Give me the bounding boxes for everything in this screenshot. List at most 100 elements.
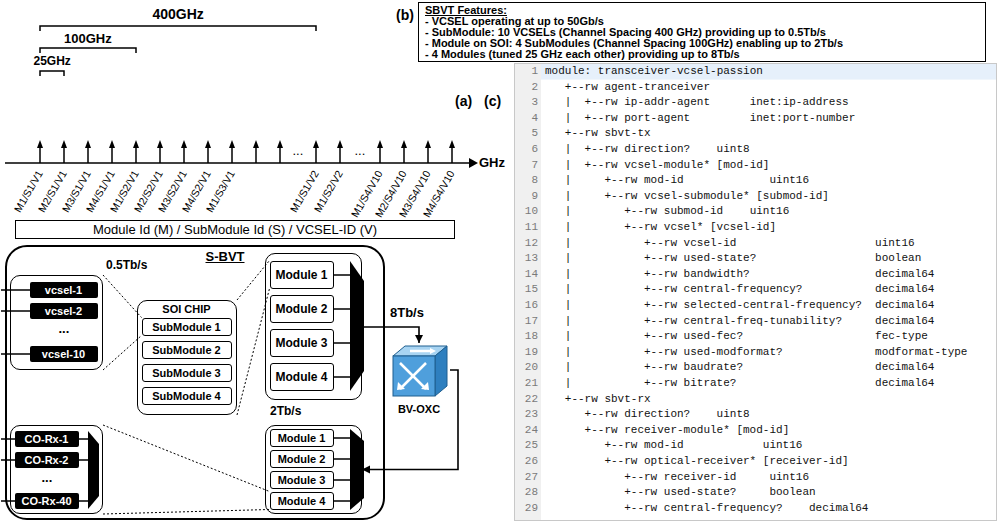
line-number: 25 bbox=[514, 438, 538, 453]
line-number: 20 bbox=[514, 360, 538, 375]
submodule-box: SubModule 2 bbox=[142, 341, 232, 359]
spacing-label: 100GHz bbox=[64, 31, 112, 46]
code-line: | +--rw mod-id uint16 bbox=[565, 173, 809, 188]
connector-line bbox=[103, 275, 142, 318]
code-line: +--rw optical-receiver* [receiver-id] bbox=[604, 454, 848, 469]
node-text: CO-Rx-40 bbox=[21, 495, 71, 507]
spacing-brackets bbox=[40, 26, 316, 76]
submodule-box: SubModule 3 bbox=[142, 364, 232, 382]
module-box: Module 2 bbox=[270, 450, 334, 468]
node-text: SBVT Features: bbox=[425, 4, 507, 16]
fibre-lines bbox=[1, 275, 350, 501]
node-text: S-BVT bbox=[206, 249, 245, 264]
connector bbox=[103, 425, 270, 514]
node-text: BV-OXC bbox=[398, 403, 440, 415]
line-number: 10 bbox=[514, 204, 538, 219]
code-line: module: transceiver-vcsel-passion bbox=[545, 64, 763, 79]
node-text: vcsel-2 bbox=[45, 305, 82, 317]
connector-line bbox=[103, 510, 270, 515]
line-number: 3 bbox=[514, 95, 538, 110]
ellipsis: ... bbox=[59, 321, 70, 336]
line-number: 29 bbox=[514, 501, 538, 516]
frequency-axis bbox=[5, 140, 478, 168]
connector-line bbox=[103, 425, 270, 492]
code-line: | +--rw vcsel-id uint16 bbox=[565, 236, 915, 251]
code-line: | +--rw baudrate? decimal64 bbox=[565, 360, 935, 375]
code-line: +--rw sbvt-rx bbox=[565, 392, 651, 407]
connector-line bbox=[103, 336, 142, 371]
features-box: SBVT Features:- VCSEL operating at up to… bbox=[418, 2, 986, 62]
code-line: | +--rw vcsel* [vcsel-id] bbox=[565, 220, 776, 235]
arrow-head bbox=[362, 466, 370, 474]
module-box: Module 2 bbox=[270, 295, 334, 323]
node-text: SubModule 1 bbox=[152, 321, 220, 333]
node-text: SubModule 3 bbox=[152, 367, 220, 379]
code-line: | +--rw selected-central-frequency? deci… bbox=[565, 298, 935, 313]
receiver-box: CO-Rx-2 bbox=[15, 452, 79, 468]
line-number: 2 bbox=[514, 80, 538, 95]
node-text: Module 4 bbox=[278, 495, 326, 507]
code-line: +--rw receiver-id uint16 bbox=[624, 470, 809, 485]
code-panel bbox=[515, 64, 997, 521]
connector bbox=[362, 370, 458, 474]
line-number: 27 bbox=[514, 470, 538, 485]
receiver-box: CO-Rx-1 bbox=[15, 431, 79, 447]
rate-label: 0.5Tb/s bbox=[106, 258, 147, 272]
node-text: Module 1 bbox=[275, 268, 327, 282]
line-number: 15 bbox=[514, 282, 538, 297]
line-number: 14 bbox=[514, 267, 538, 282]
line-number: 11 bbox=[514, 220, 538, 235]
spacing-label: 400GHz bbox=[153, 6, 204, 22]
node-text: - VCSEL operating at up to 50Gb/s bbox=[425, 16, 604, 27]
receiver-box: CO-Rx-40 bbox=[15, 493, 79, 509]
tx-module-group: Module 1Module 2Module 3Module 4 bbox=[265, 253, 362, 400]
module-box: Module 1 bbox=[270, 429, 334, 447]
line-number: 7 bbox=[514, 158, 538, 173]
node-text: Module 4 bbox=[275, 370, 327, 384]
axis-unit: GHz bbox=[479, 155, 505, 170]
module-box: Module 4 bbox=[270, 363, 334, 391]
vcsel-group: vcsel-1vcsel-2vcsel-10 bbox=[10, 275, 103, 370]
rate-label: 8Tb/s bbox=[390, 305, 424, 320]
oxc-icon bbox=[393, 346, 447, 396]
line-number: 23 bbox=[514, 407, 538, 422]
code-line: | +--rw port-agent inet:port-number bbox=[565, 111, 855, 126]
line-number: 4 bbox=[514, 111, 538, 126]
mux-symbols bbox=[88, 261, 364, 510]
code-line: +--rw direction? uint8 bbox=[585, 407, 750, 422]
node-text: - SubModule: 10 VCSELs (Channel Spacing … bbox=[425, 27, 826, 38]
arrow-head bbox=[415, 335, 423, 343]
code-line: | +--rw ip-addr-agent inet:ip-address bbox=[565, 95, 849, 110]
module-box: Module 4 bbox=[270, 492, 334, 510]
panel-tag: (b) bbox=[396, 7, 414, 23]
ellipsis: ... bbox=[42, 470, 53, 485]
line-number: 16 bbox=[514, 298, 538, 313]
ellipsis: ... bbox=[355, 143, 366, 158]
connector-line bbox=[362, 327, 419, 343]
soi-chip: SOI CHIPSubModule 1SubModule 2SubModule … bbox=[137, 300, 237, 415]
code-line: | +--rw central-frequency? decimal64 bbox=[565, 282, 935, 297]
node-text: vcsel-1 bbox=[45, 284, 82, 296]
line-number: 21 bbox=[514, 376, 538, 391]
code-line: | +--rw vcsel-submodule* [submod-id] bbox=[565, 189, 829, 204]
code-line: | +--rw used-state? boolean bbox=[565, 251, 921, 266]
code-line: | +--rw vcsel-module* [mod-id] bbox=[565, 158, 770, 173]
line-number: 6 bbox=[514, 142, 538, 157]
id-legend-box: Module Id (M) / SubModule Id (S) / VCSEL… bbox=[15, 220, 455, 239]
line-number: 26 bbox=[514, 454, 538, 469]
connector bbox=[362, 327, 423, 343]
submodule-box: SubModule 1 bbox=[142, 318, 232, 336]
node-text: SubModule 2 bbox=[152, 344, 220, 356]
code-line: +--rw mod-id uint16 bbox=[604, 438, 802, 453]
line-number: 28 bbox=[514, 485, 538, 500]
node-text: CO-Rx-1 bbox=[24, 433, 68, 445]
rate-label: 2Tb/s bbox=[270, 404, 301, 418]
code-line: | +--rw submod-id uint16 bbox=[565, 204, 789, 219]
code-line: | +--rw central-freq-tunability? decimal… bbox=[565, 314, 935, 329]
node-text: - 4 Modules (tuned 25 GHz each other) pr… bbox=[425, 49, 740, 60]
receiver-group: CO-Rx-1CO-Rx-2CO-Rx-40 bbox=[10, 425, 103, 514]
connector bbox=[103, 275, 142, 370]
code-line: | +--rw used-fec? fec-type bbox=[565, 329, 928, 344]
line-number: 24 bbox=[514, 423, 538, 438]
